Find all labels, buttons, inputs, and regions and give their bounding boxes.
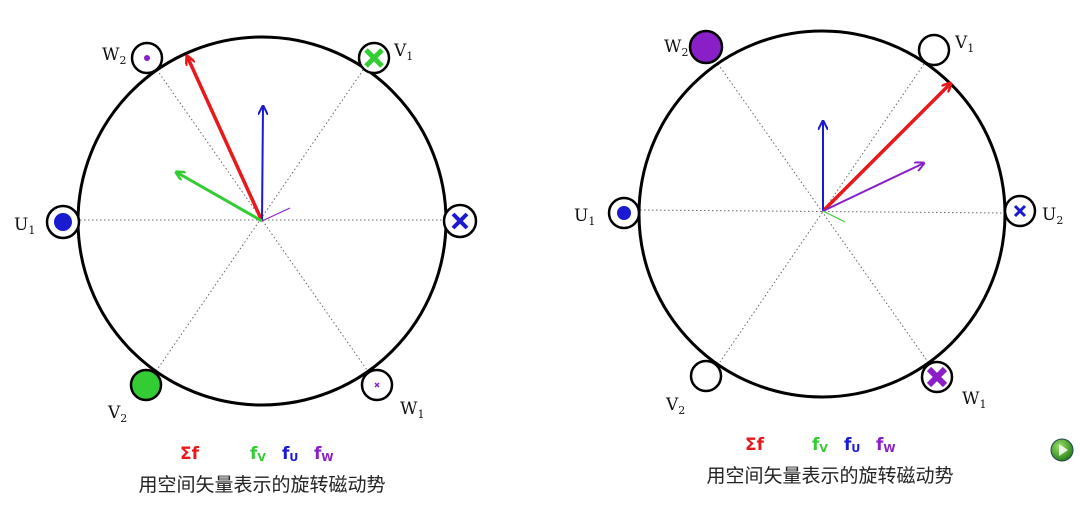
legend-fv: fV: [812, 435, 828, 455]
coil-u1: [45, 204, 81, 240]
sum-vector-arrow: [187, 56, 264, 222]
label-v2: V2: [665, 395, 685, 417]
fw-vector-arrow: [822, 163, 924, 212]
coil-w1: [360, 368, 394, 402]
label-w2: W2: [102, 45, 126, 67]
label-v1: V1: [954, 33, 974, 55]
label-u1: U1: [14, 215, 35, 237]
axis-v: [719, 63, 925, 363]
legend-fw: fW: [314, 444, 334, 464]
play-button[interactable]: [1050, 438, 1074, 462]
label-w1: W1: [962, 389, 986, 411]
right-diagram: W2 V1 U1 U2 V2 W1 Σf fV fU fW 用空间矢量表示的旋转…: [574, 29, 1063, 487]
sum-vector-arrow: [821, 83, 951, 213]
legend-sum: Σf: [180, 444, 200, 464]
coil-v2: [689, 359, 723, 393]
legend-fu: fU: [282, 444, 298, 464]
fv-vector-arrow: [176, 172, 263, 223]
coil-v1: [917, 33, 951, 67]
caption-left: 用空间矢量表示的旋转磁动势: [138, 474, 385, 496]
legend-right: Σf fV fU fW: [745, 435, 896, 455]
coil-w2: [130, 41, 164, 75]
coil-u2: [1003, 194, 1037, 228]
label-u1: U1: [574, 206, 595, 228]
legend-left: Σf fV fU fW: [180, 444, 334, 464]
label-w1: W1: [400, 399, 424, 421]
caption-right: 用空间矢量表示的旋转磁动势: [706, 465, 953, 487]
coil-u1: [607, 196, 641, 230]
fu-vector-arrow: [262, 106, 263, 222]
legend-fw: fW: [876, 435, 896, 455]
fv-vector-arrow: [822, 210, 846, 223]
legend-sum: Σf: [745, 435, 765, 455]
coil-u2: [442, 203, 478, 239]
label-u2: U2: [1042, 205, 1063, 227]
legend-fv: fV: [250, 444, 266, 464]
label-v1: V1: [393, 41, 413, 63]
axis-w: [149, 59, 375, 381]
coil-w2: [688, 29, 724, 65]
label-w2: W2: [664, 37, 688, 59]
coil-w1: [920, 360, 954, 394]
legend-fu: fU: [844, 435, 860, 455]
axis-u: [639, 209, 1006, 214]
coil-v1: [357, 41, 391, 75]
left-diagram: W2 V1 U1 V2 W1 Σf fV fU fW 用空间矢量表示的旋转磁动势: [14, 35, 478, 496]
fw-vector-arrow: [261, 207, 291, 222]
axis-v: [149, 59, 371, 381]
axis-w: [717, 63, 929, 363]
label-v2: V2: [107, 403, 127, 425]
coil-v2: [129, 368, 163, 402]
